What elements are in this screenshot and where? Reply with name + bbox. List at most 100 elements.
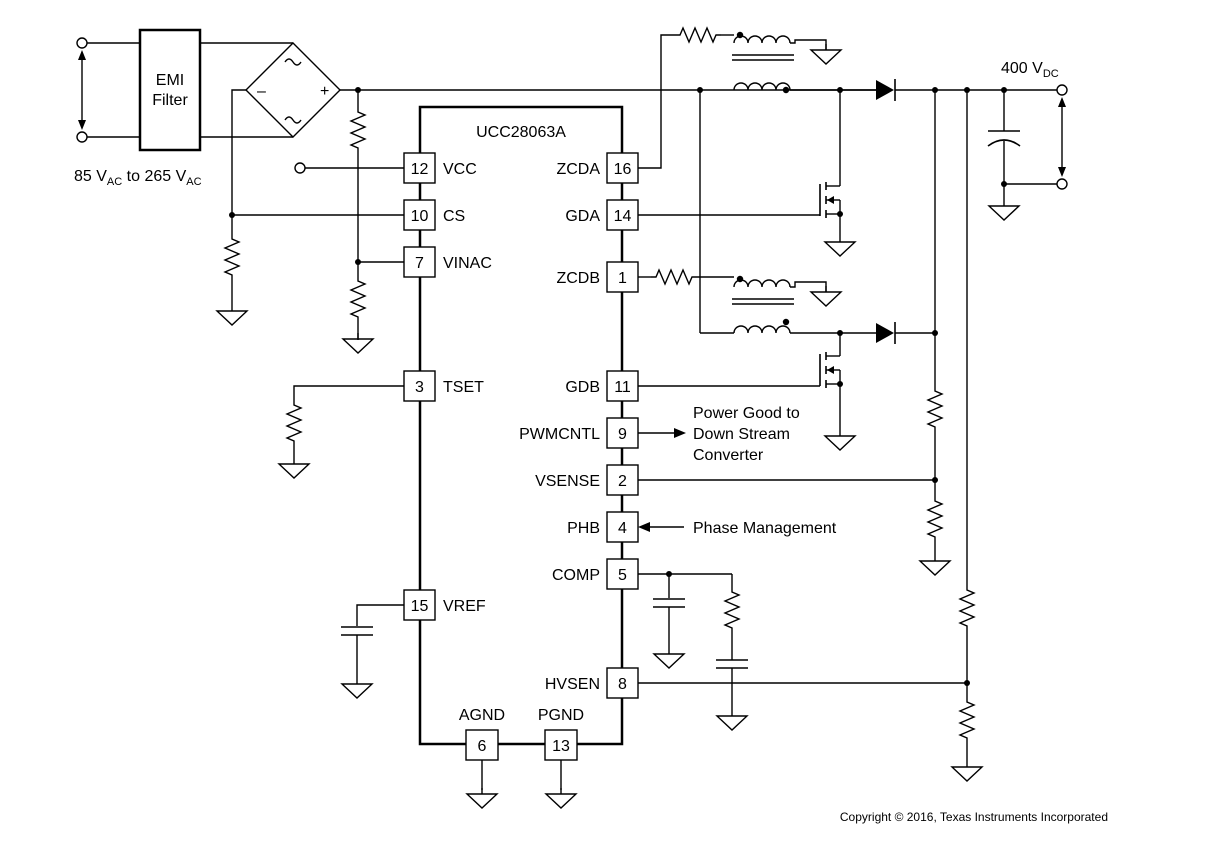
pin-label: PWMCNTL <box>519 426 600 443</box>
vcc-terminal <box>294 162 306 174</box>
pin-label: GDB <box>565 379 600 396</box>
vsense-divider-bottom-resistor <box>927 495 943 543</box>
ground-icon <box>824 235 856 257</box>
emi-filter: EMI Filter <box>138 28 293 152</box>
left-pins: 12 VCC 10 CS 7 VINAC 3 TSET 15 VREF <box>403 152 492 621</box>
ac-tilde-icon <box>284 116 302 124</box>
ac-tilde-icon <box>284 58 302 66</box>
pin-number: 9 <box>618 426 627 443</box>
pin-number: 6 <box>478 738 487 755</box>
vsense-divider-top-resistor <box>927 385 943 433</box>
emi-filter-label-line1: EMI <box>156 72 184 89</box>
phase-management-label: Phase Management <box>693 520 837 537</box>
right-pins: 16 ZCDA 14 GDA 1 ZCDB 11 GDB 9 PWMCNTL 2… <box>519 152 639 699</box>
power-good-label-line1: Power Good to <box>693 405 800 422</box>
pin-number: 13 <box>552 738 570 755</box>
ground-icon <box>216 304 248 326</box>
cs-sense-resistor <box>224 233 240 281</box>
power-good-label-line2: Down Stream <box>693 426 790 443</box>
pin-phb: 4 PHB <box>567 511 639 543</box>
phase-a-boost-inductor <box>733 82 791 91</box>
hvsen-divider-bottom-resistor <box>959 696 975 744</box>
pin-vsense: 2 VSENSE <box>535 464 639 496</box>
pin-gda: 14 GDA <box>565 199 639 231</box>
pin-label: HVSEN <box>545 676 600 693</box>
vinac-divider-bottom-resistor <box>350 275 366 323</box>
comp-capacitor-1 <box>652 598 686 608</box>
pin-zcda: 16 ZCDA <box>556 152 639 184</box>
pin-pwmcntl: 9 PWMCNTL <box>519 417 639 449</box>
pwmcntl-output-arrow-icon <box>674 428 686 438</box>
pin-label: TSET <box>443 379 484 396</box>
comp-capacitor-2 <box>715 659 749 669</box>
ground-icon <box>988 199 1020 221</box>
pin-hvsen: 8 HVSEN <box>545 667 639 699</box>
output-terminal-bottom <box>1056 178 1068 190</box>
pin-label: ZCDA <box>556 161 600 178</box>
output-voltage-label: 400 VDC <box>1001 60 1059 80</box>
pin-agnd: AGND 6 <box>459 707 505 809</box>
pin-number: 7 <box>415 255 424 272</box>
pin-number: 3 <box>415 379 424 396</box>
phase-b-diode <box>876 322 896 344</box>
pin-number: 1 <box>618 270 627 287</box>
pin-number: 12 <box>411 161 429 178</box>
pin-number: 11 <box>614 379 631 396</box>
pin-vref: 15 VREF <box>403 589 486 621</box>
pin-label: CS <box>443 208 465 225</box>
zcdb-resistor <box>650 269 698 285</box>
copyright-notice: Copyright © 2016, Texas Instruments Inco… <box>840 810 1108 824</box>
phase-b-mosfet <box>819 343 841 397</box>
pin-label: PGND <box>538 707 584 724</box>
pin-label: GDA <box>565 208 600 225</box>
vinac-divider-top-resistor <box>350 106 366 154</box>
ground-icon <box>810 43 842 65</box>
zcda-resistor <box>674 27 722 43</box>
bridge-minus-label: – <box>257 83 266 100</box>
ground-icon <box>810 285 842 307</box>
pin-zcdb: 1 ZCDB <box>556 261 639 293</box>
pin-number: 4 <box>618 520 627 537</box>
ground-icon <box>824 429 856 451</box>
phase-a-aux-winding <box>733 35 791 44</box>
pin-label: VINAC <box>443 255 492 272</box>
phb-input-arrow-icon <box>638 522 650 532</box>
pin-cs: 10 CS <box>403 199 465 231</box>
pin-number: 15 <box>411 598 429 615</box>
input-voltage-label: 85 VAC to 265 VAC <box>74 168 202 188</box>
bridge-rectifier: – + <box>245 42 341 138</box>
pin-comp: 5 COMP <box>552 558 639 590</box>
tset-resistor <box>286 399 302 447</box>
phase-a-diode <box>876 79 896 101</box>
pin-label: AGND <box>459 707 505 724</box>
pin-tset: 3 TSET <box>403 370 484 402</box>
phase-a-mosfet <box>819 173 841 227</box>
pin-label: PHB <box>567 520 600 537</box>
ground-icon <box>341 677 373 699</box>
pin-number: 16 <box>614 161 632 178</box>
pin-label: VREF <box>443 598 486 615</box>
pin-number: 5 <box>618 567 627 584</box>
pin-pgnd: PGND 13 <box>538 707 584 809</box>
pin-label: ZCDB <box>556 270 600 287</box>
vref-capacitor <box>340 626 374 636</box>
ground-icon <box>342 332 374 354</box>
emi-filter-label-line2: Filter <box>152 92 188 109</box>
output-terminal-top <box>1056 84 1068 96</box>
output-capacitor <box>987 130 1021 147</box>
ground-icon <box>919 554 951 576</box>
ac-input: 85 VAC to 265 VAC <box>74 37 202 188</box>
power-good-label-line3: Converter <box>693 447 764 464</box>
ground-icon <box>278 457 310 479</box>
pin-label: VSENSE <box>535 473 600 490</box>
ground-icon <box>653 647 685 669</box>
pin-gdb: 11 GDB <box>565 370 639 402</box>
bridge-plus-label: + <box>320 83 329 100</box>
ground-icon <box>951 760 983 782</box>
chip-name: UCC28063A <box>476 124 566 141</box>
pin-label: VCC <box>443 161 477 178</box>
pin-number: 14 <box>614 208 632 225</box>
pin-number: 10 <box>411 208 429 225</box>
